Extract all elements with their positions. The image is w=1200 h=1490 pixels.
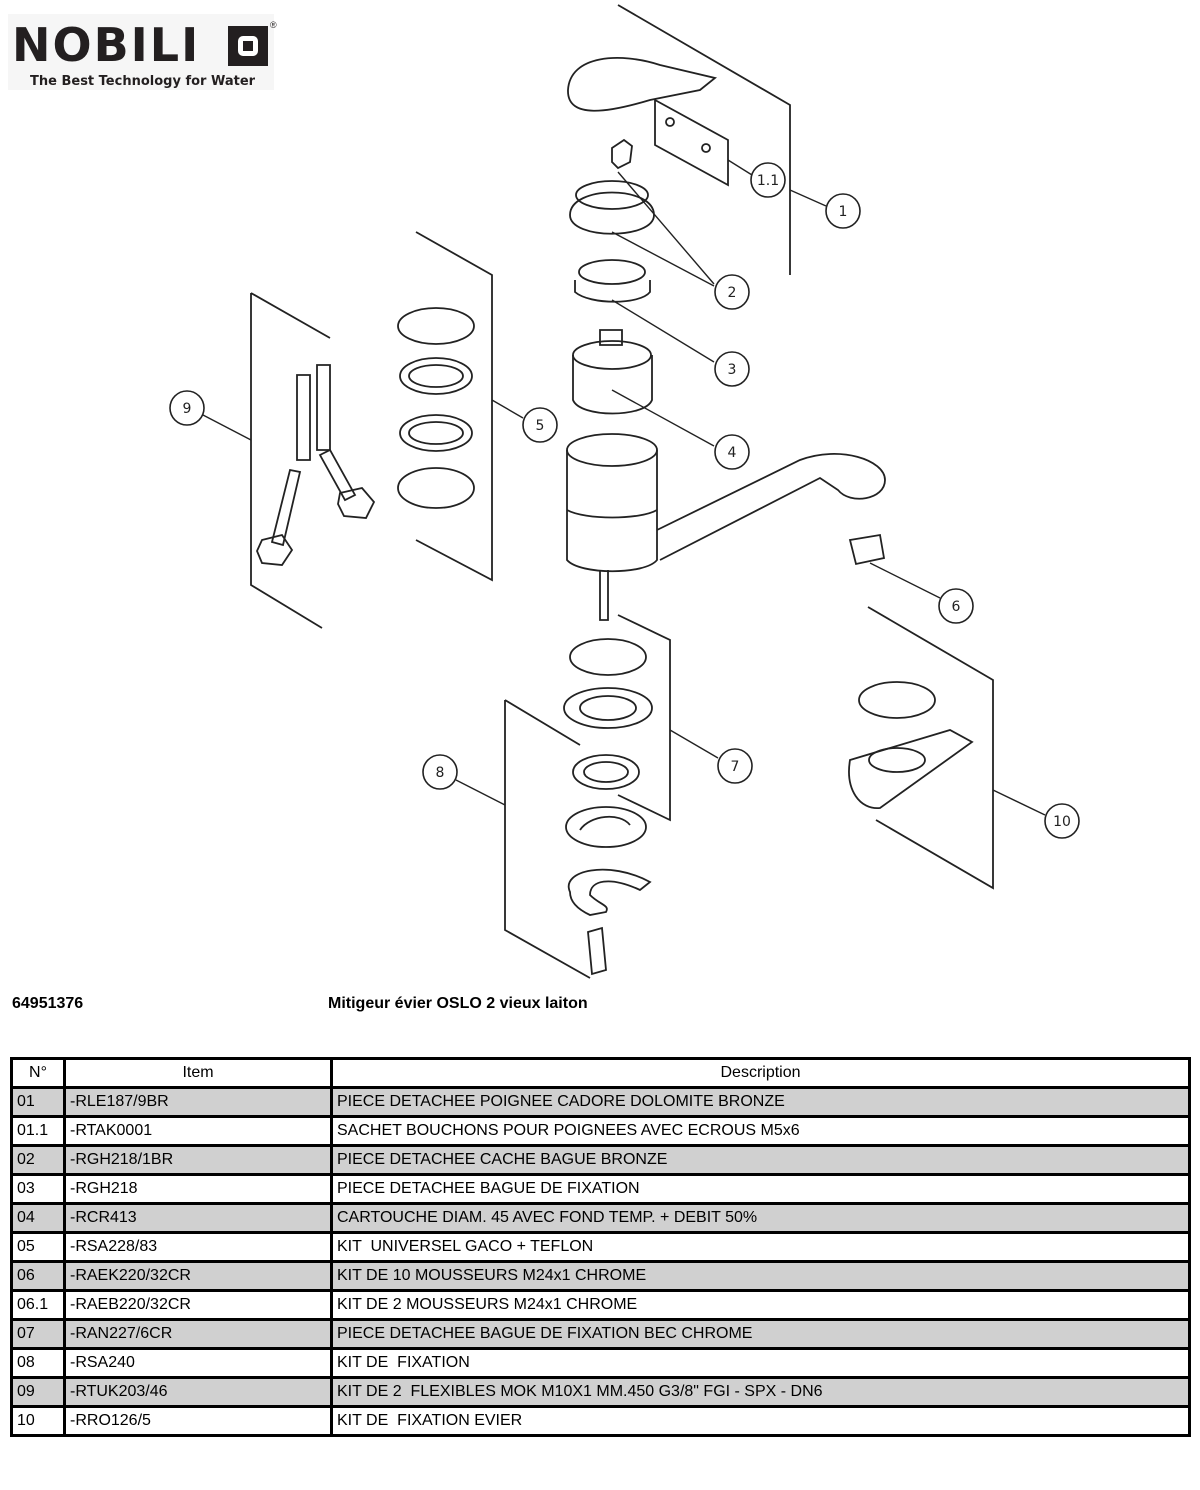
- cell-number: 04: [10, 1202, 66, 1234]
- header-number: N°: [10, 1057, 66, 1089]
- cell-item: -RGH218/1BR: [63, 1144, 333, 1176]
- header-item: Item: [63, 1057, 333, 1089]
- callout-10: 10: [1053, 814, 1071, 830]
- cell-number: 02: [10, 1144, 66, 1176]
- callout-8: 8: [436, 765, 445, 781]
- logo-registered: ®: [270, 20, 277, 30]
- plug: [611, 138, 633, 170]
- handle-frame: [617, 4, 791, 275]
- handle: [567, 57, 718, 112]
- logo-tagline: The Best Technology for Water: [30, 74, 256, 89]
- cell-description: PIECE DETACHEE BAGUE DE FIXATION BEC CHR…: [330, 1318, 1191, 1350]
- cell-item: -RRO126/5: [63, 1405, 333, 1437]
- header-description: Description: [330, 1057, 1191, 1089]
- cell-description: KIT DE 2 MOUSSEURS M24x1 CHROME: [330, 1289, 1191, 1321]
- nobili-logo: NOBILI ® The Best Technology for Water: [8, 14, 277, 90]
- product-code: 64951376: [12, 995, 84, 1012]
- cell-number: 01: [10, 1086, 66, 1118]
- cell-item: -RSA240: [63, 1347, 333, 1379]
- logo-brand: NOBILI: [12, 18, 201, 72]
- cell-number: 09: [10, 1376, 66, 1408]
- cell-description: KIT UNIVERSEL GACO + TEFLON: [330, 1231, 1191, 1263]
- fixing-frame: [504, 699, 591, 979]
- callout-1-1: 1.1: [757, 173, 779, 189]
- cell-number: 06: [10, 1260, 66, 1292]
- callout-6: 6: [952, 599, 961, 615]
- seal-kit-frame: [415, 231, 493, 582]
- cell-description: KIT DE FIXATION EVIER: [330, 1405, 1191, 1437]
- cell-item: -RAN227/6CR: [63, 1318, 333, 1350]
- callout-3: 3: [728, 362, 737, 378]
- product-name: Mitigeur évier OSLO 2 vieux laiton: [328, 995, 588, 1012]
- callout-5: 5: [536, 418, 545, 434]
- table-header: N° Item Description: [10, 1057, 1191, 1089]
- logo-mark-icon: [228, 26, 268, 66]
- cell-number: 10: [10, 1405, 66, 1437]
- flex-frame: [250, 292, 331, 629]
- exploded-diagram: 1 1.1 2 3 4 5 6 7 8 9 10: [169, 4, 1080, 979]
- cell-number: 08: [10, 1347, 66, 1379]
- cell-item: -RLE187/9BR: [63, 1086, 333, 1118]
- cell-item: -RGH218: [63, 1173, 333, 1205]
- cell-item: -RTUK203/46: [63, 1376, 333, 1408]
- callout-2: 2: [728, 285, 737, 301]
- cell-description: SACHET BOUCHONS POUR POIGNEES AVEC ECROU…: [330, 1115, 1191, 1147]
- cell-number: 06.1: [10, 1289, 66, 1321]
- cell-item: -RAEB220/32CR: [63, 1289, 333, 1321]
- cell-description: PIECE DETACHEE BAGUE DE FIXATION: [330, 1173, 1191, 1205]
- cell-description: KIT DE 10 MOUSSEURS M24x1 CHROME: [330, 1260, 1191, 1292]
- cell-description: PIECE DETACHEE CACHE BAGUE BRONZE: [330, 1144, 1191, 1176]
- cell-number: 03: [10, 1173, 66, 1205]
- sink-kit-frame: [867, 606, 994, 890]
- cell-description: CARTOUCHE DIAM. 45 AVEC FOND TEMP. + DEB…: [330, 1202, 1191, 1234]
- callout-9: 9: [183, 401, 192, 417]
- cell-item: -RAEK220/32CR: [63, 1260, 333, 1292]
- cell-number: 05: [10, 1231, 66, 1263]
- cell-item: -RCR413: [63, 1202, 333, 1234]
- cell-item: -RTAK0001: [63, 1115, 333, 1147]
- cell-number: 07: [10, 1318, 66, 1350]
- cell-description: PIECE DETACHEE POIGNEE CADORE DOLOMITE B…: [330, 1086, 1191, 1118]
- cell-item: -RSA228/83: [63, 1231, 333, 1263]
- cell-description: KIT DE 2 FLEXIBLES MOK M10X1 MM.450 G3/8…: [330, 1376, 1191, 1408]
- cell-number: 01.1: [10, 1115, 66, 1147]
- cell-description: KIT DE FIXATION: [330, 1347, 1191, 1379]
- callout-7: 7: [731, 759, 740, 775]
- callout-4: 4: [728, 445, 737, 461]
- callout-1: 1: [839, 204, 848, 220]
